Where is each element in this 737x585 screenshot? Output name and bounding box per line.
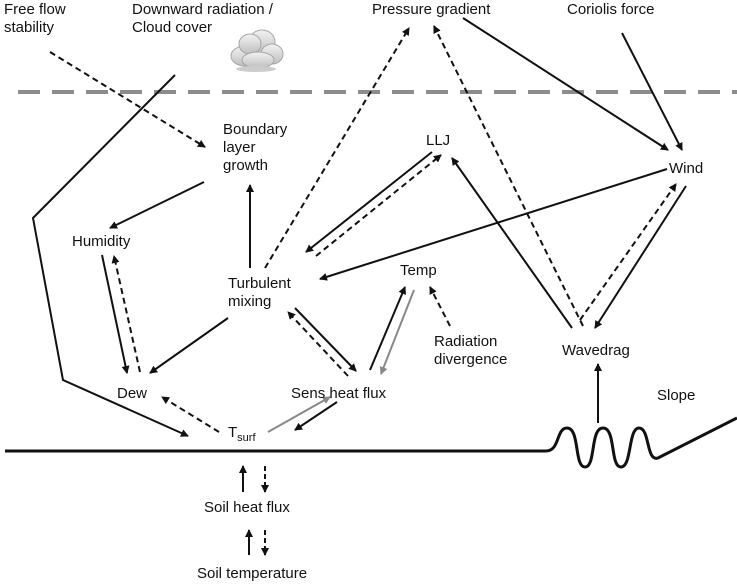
free-flow-line-1: Free flow: [4, 1, 66, 18]
label-free-flow-stability: Free flow stability: [4, 1, 66, 37]
label-slope: Slope: [657, 387, 696, 404]
label-radiation-divergence: Radiation divergence: [434, 333, 507, 369]
arrow-radiation-to-tsurf: [31, 74, 189, 437]
label-downward-radiation: Downward radiation / Cloud cover: [132, 1, 273, 37]
label-soil-heat-flux: Soil heat flux: [204, 499, 290, 516]
arrow-pressure-to-wind: [462, 17, 669, 151]
label-humidity: Humidity: [72, 233, 131, 250]
arrow-turbulent-to-dew: [149, 317, 229, 374]
arrow-sensheat-to-turbulent: [287, 311, 349, 377]
label-boundary-layer-growth: Boundary layer growth: [223, 121, 287, 175]
arrow-dew-to-humidity: [111, 255, 141, 373]
label-turbulent-mixing: Turbulent mixing: [228, 275, 291, 311]
label-temp: Temp: [400, 262, 437, 279]
label-soil-temperature: Soil temperature: [197, 565, 308, 582]
arrow-raddiv-to-temp: [429, 286, 451, 327]
arrow-freeflow-to-blgrowth: [49, 51, 206, 148]
arrow-humidity-to-dew: [101, 254, 130, 374]
arrow-blgrowth-to-humidity: [109, 181, 205, 229]
tsurf-subscript: surf: [237, 432, 256, 444]
arrow-wavedrag-to-wind: [579, 183, 677, 321]
label-pressure-gradient: Pressure gradient: [372, 1, 491, 18]
arrow-sensheat-to-tsurf: [294, 401, 338, 431]
arrow-wavedrag-to-llj: [451, 157, 573, 329]
radiation-divergence-line-1: Radiation: [434, 333, 498, 350]
arrow-sensheat-to-temp: [369, 286, 406, 371]
label-dew: Dew: [117, 385, 148, 402]
tsurf-main: T: [228, 424, 238, 441]
label-llj: LLJ: [426, 132, 451, 149]
ground-surface-line: [5, 416, 737, 469]
label-wind: Wind: [669, 160, 704, 177]
label-sens-heat-flux: Sens heat flux: [291, 385, 387, 402]
arrow-wavedrag-to-pressure: [433, 25, 584, 327]
arrow-coriolis-to-wind: [621, 32, 683, 151]
free-flow-line-2: stability: [4, 19, 55, 36]
boundary-layer-growth-line-2: layer: [223, 139, 256, 156]
downward-radiation-line-2: Cloud cover: [132, 19, 213, 36]
arrow-wind-to-wavedrag: [594, 185, 687, 329]
boundary-layer-growth-line-3: growth: [223, 157, 269, 174]
label-wavedrag: Wavedrag: [562, 342, 630, 359]
boundary-layer-growth-line-1: Boundary: [223, 121, 288, 138]
arrow-turbulent-to-pressure: [264, 27, 410, 269]
arrow-tsurf-to-dew: [161, 396, 220, 433]
radiation-divergence-line-2: divergence: [434, 351, 508, 368]
arrow-turbulent-to-llj: [315, 154, 442, 257]
arrow-turbulent-to-sensheat: [294, 307, 357, 372]
turbulent-mixing-line-1: Turbulent: [228, 275, 291, 292]
downward-radiation-line-1: Downward radiation /: [132, 1, 273, 18]
arrow-tsurf-to-sensheat: [267, 396, 331, 433]
cloud-icon: [230, 29, 284, 72]
turbulent-mixing-line-2: mixing: [228, 293, 272, 310]
label-tsurf: Tsurf: [228, 424, 256, 444]
arrow-llj-to-turbulent: [305, 151, 433, 253]
label-coriolis-force: Coriolis force: [567, 1, 655, 18]
arrow-wind-to-turbulent: [319, 168, 668, 281]
arrow-temp-to-sensheat: [379, 289, 415, 375]
